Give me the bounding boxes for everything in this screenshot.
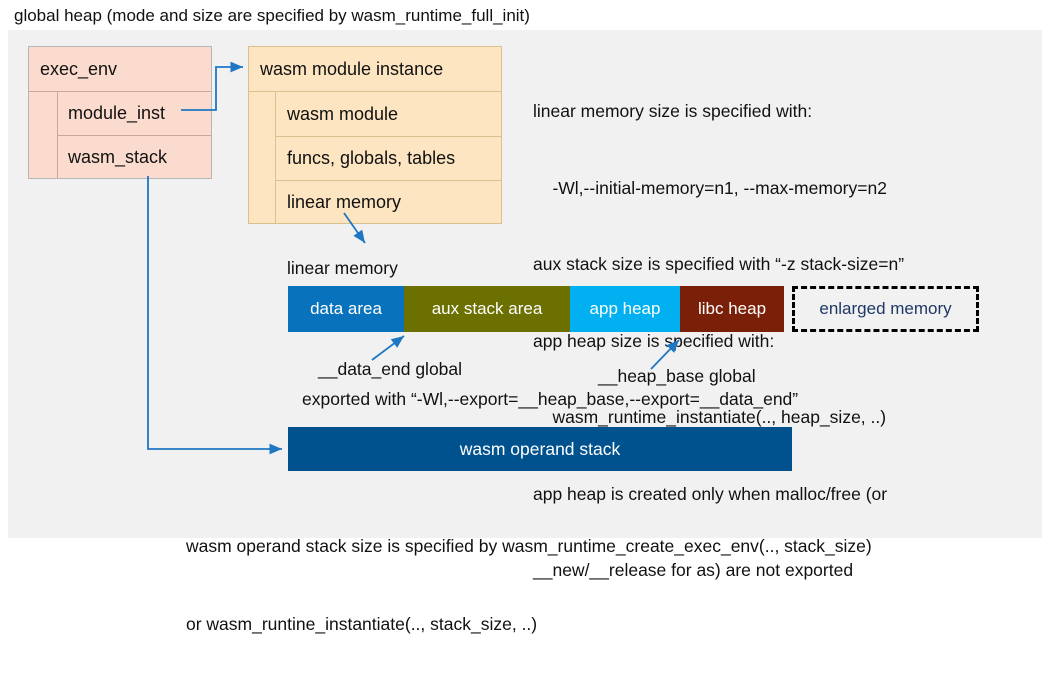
exec-env-box: exec_env module_inst wasm_stack: [28, 46, 212, 179]
exec-env-row-wasm-stack: wasm_stack: [57, 136, 211, 179]
wasm-module-instance-box: wasm module instance wasm module funcs, …: [248, 46, 502, 224]
wasm-module-instance-header: wasm module instance: [249, 47, 501, 92]
note-line-4: wasm_runtime_instantiate(.., heap_size, …: [533, 407, 887, 427]
linear-memory-bar: data area aux stack area app heap libc h…: [288, 286, 979, 332]
note-line-3: app heap size is specified with:: [533, 330, 775, 351]
page-title: global heap (mode and size are specified…: [14, 6, 530, 25]
bottom-note-block: wasm operand stack size is specified by …: [186, 481, 872, 689]
exec-env-header: exec_env: [29, 47, 211, 92]
segment-libc-heap: libc heap: [680, 286, 784, 332]
note-line-1: -Wl,--initial-memory=n1, --max-memory=n2: [533, 177, 887, 198]
wmi-row-wasm-module: wasm module: [275, 92, 501, 137]
diagram-root: global heap (mode and size are specified…: [8, 6, 1042, 634]
segment-data-area: data area: [288, 286, 404, 332]
note-line-5: app heap is created only when malloc/fre…: [533, 483, 888, 504]
wmi-row-linear-memory: linear memory: [275, 181, 501, 223]
wasm-operand-stack-box: wasm operand stack: [288, 427, 792, 471]
wmi-row-funcs-globals-tables: funcs, globals, tables: [275, 137, 501, 181]
annotation-exported-with: exported with “-Wl,--export=__heap_base,…: [302, 389, 799, 409]
exec-env-row-module-inst: module_inst: [57, 92, 211, 136]
bottom-note-line-0: wasm operand stack size is specified by …: [186, 536, 872, 556]
bottom-note-line-1: or wasm_runtine_instantiate(.., stack_si…: [186, 614, 538, 634]
linear-memory-label: linear memory: [287, 258, 398, 278]
segment-enlarged-memory: enlarged memory: [792, 286, 979, 332]
notes-block: linear memory size is specified with: -W…: [533, 48, 1038, 635]
note-line-2: aux stack size is specified with “-z sta…: [533, 254, 905, 274]
note-line-0: linear memory size is specified with:: [533, 101, 813, 121]
annotation-heap-base: __heap_base global: [598, 366, 756, 386]
segment-app-heap: app heap: [570, 286, 680, 332]
segment-aux-stack-area: aux stack area: [404, 286, 570, 332]
annotation-data-end: __data_end global: [318, 359, 463, 379]
